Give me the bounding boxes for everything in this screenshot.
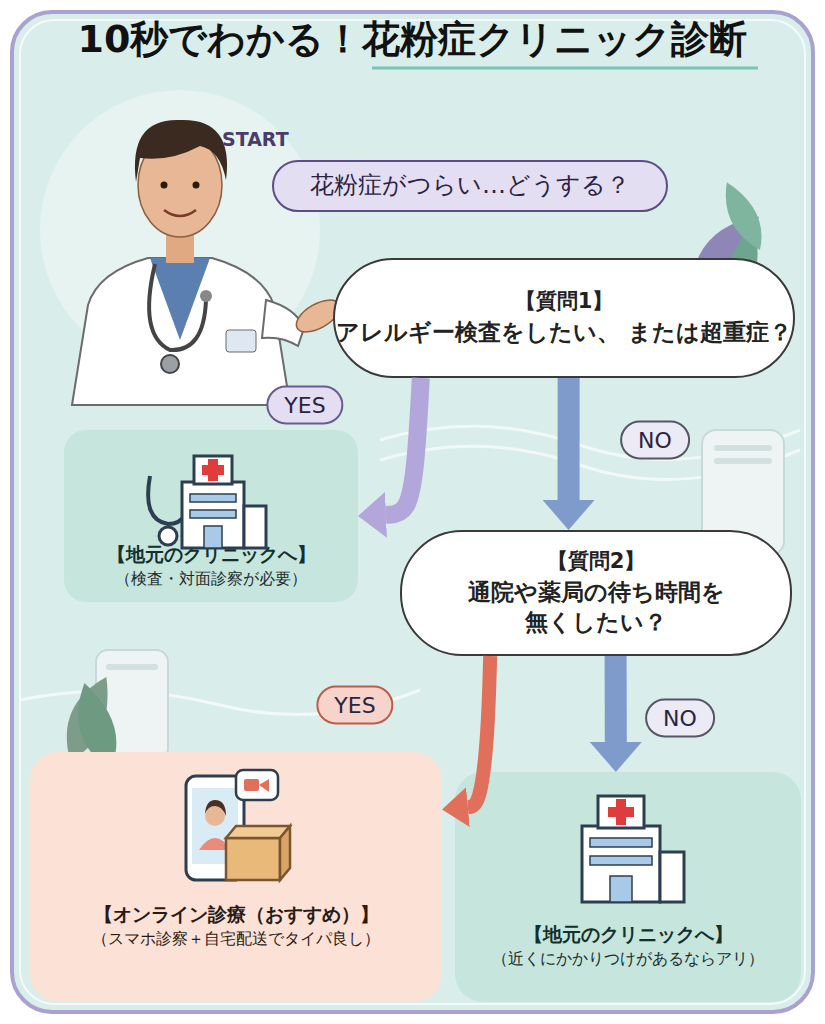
node-body: （検査・対面診察が必要）	[115, 569, 307, 589]
doctor-illustration	[149, 264, 206, 350]
page-frame	[12, 12, 813, 1012]
doctor-illustration	[161, 182, 168, 189]
node-body: アレルギー検査をしたい、 または超重症？	[336, 318, 792, 348]
doctor-illustration	[40, 90, 320, 370]
doctor-illustration	[135, 120, 227, 182]
node-body: （近くにかかりつけがあるならアリ）	[492, 949, 764, 969]
node-body: 通院や薬局の待ち時間を 無くしたい？	[402, 578, 790, 638]
doctor-illustration	[226, 330, 256, 352]
leaf-decoration	[718, 176, 769, 256]
page-frame	[6, 6, 819, 1018]
result-box: 【地元のクリニックへ】（検査・対面診察が必要）	[64, 430, 358, 602]
page-frame	[6, 6, 819, 1018]
doctor-illustration	[193, 182, 200, 189]
flow-arrow	[558, 378, 580, 500]
node-heading: 【地元のクリニックへ】	[107, 542, 316, 567]
doctor-illustration	[40, 90, 345, 405]
recommended-box: 【オンライン診療（おすすめ）】（スマホ診察＋自宅配送でタイパ良し）	[30, 752, 442, 1002]
doctor-illustration	[200, 290, 212, 302]
decision-box: 【質問2】通院や薬局の待ち時間を 無くしたい？	[400, 530, 792, 656]
air-purifier	[714, 458, 772, 464]
node-body: （スマホ診察＋自宅配送でタイパ良し）	[92, 929, 380, 949]
title-underline	[372, 67, 758, 70]
node-heading: 【質問1】	[515, 288, 614, 315]
doctor-illustration	[164, 210, 196, 216]
answer-bubble: YES	[316, 686, 393, 725]
answer-bubble: YES	[266, 386, 343, 425]
title-underline	[372, 68, 758, 69]
answer-bubble: NO	[620, 421, 690, 460]
page-frame	[20, 20, 805, 1004]
air-purifier	[714, 445, 772, 451]
doctor-illustration	[72, 258, 290, 405]
decision-box: 【質問1】アレルギー検査をしたい、 または超重症？	[333, 258, 795, 378]
node-heading: 【質問2】	[547, 548, 646, 575]
air-purifier	[106, 664, 158, 670]
node-heading: 【地元のクリニックへ】	[524, 922, 733, 947]
page-title: 10秒でわかる！花粉症クリニック診断	[0, 14, 825, 65]
node-heading: 花粉症がつらい…どうする？	[310, 170, 630, 201]
speech-bubble: 花粉症がつらい…どうする？	[272, 160, 668, 212]
doctor-illustration	[161, 355, 179, 373]
start-label: START	[222, 128, 289, 150]
flow-arrow	[386, 378, 421, 515]
node-heading: 【オンライン診療（おすすめ）】	[94, 902, 379, 927]
answer-bubble: NO	[645, 699, 715, 738]
flow-arrow	[605, 656, 627, 742]
result-box: 【地元のクリニックへ】（近くにかかりつけがあるならアリ）	[455, 772, 801, 1002]
